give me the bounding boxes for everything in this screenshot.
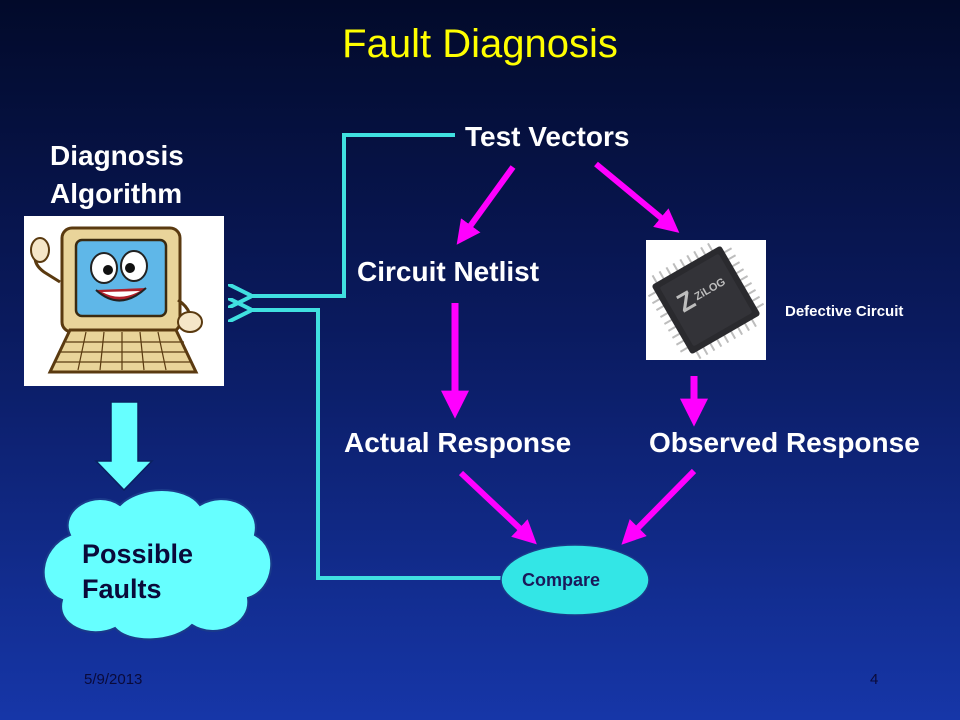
arrow-actual-to-compare [458, 470, 537, 545]
compare-label: Compare [522, 570, 601, 590]
circuit-netlist-label: Circuit Netlist [357, 256, 540, 287]
arrow-test-vectors-to-chip [594, 161, 680, 233]
feedback-path-test-vectors [248, 133, 455, 296]
arrow-algorithm-to-faults [94, 401, 154, 492]
computer-cartoon-icon [30, 226, 203, 374]
possible-faults-cloud [42, 489, 273, 641]
footer-page-number: 4 [870, 671, 879, 688]
footer-date: 5/9/2013 [84, 671, 143, 688]
arrow-observed-to-compare [621, 468, 697, 545]
slide-title: Fault Diagnosis [342, 22, 618, 66]
possible-faults-label: Possible Faults [82, 539, 194, 604]
defective-circuit-label: Defective Circuit [785, 303, 904, 320]
compare-node [500, 544, 650, 616]
test-vectors-label: Test Vectors [465, 121, 630, 152]
observed-response-label: Observed Response [649, 427, 920, 458]
feedback-path-compare [248, 310, 505, 580]
diagnosis-algorithm-label: Diagnosis Algorithm [50, 140, 184, 209]
chip-icon: Z ZiLOG [647, 242, 765, 360]
actual-response-label: Actual Response [344, 427, 572, 458]
arrow-test-vectors-to-netlist [456, 165, 516, 245]
